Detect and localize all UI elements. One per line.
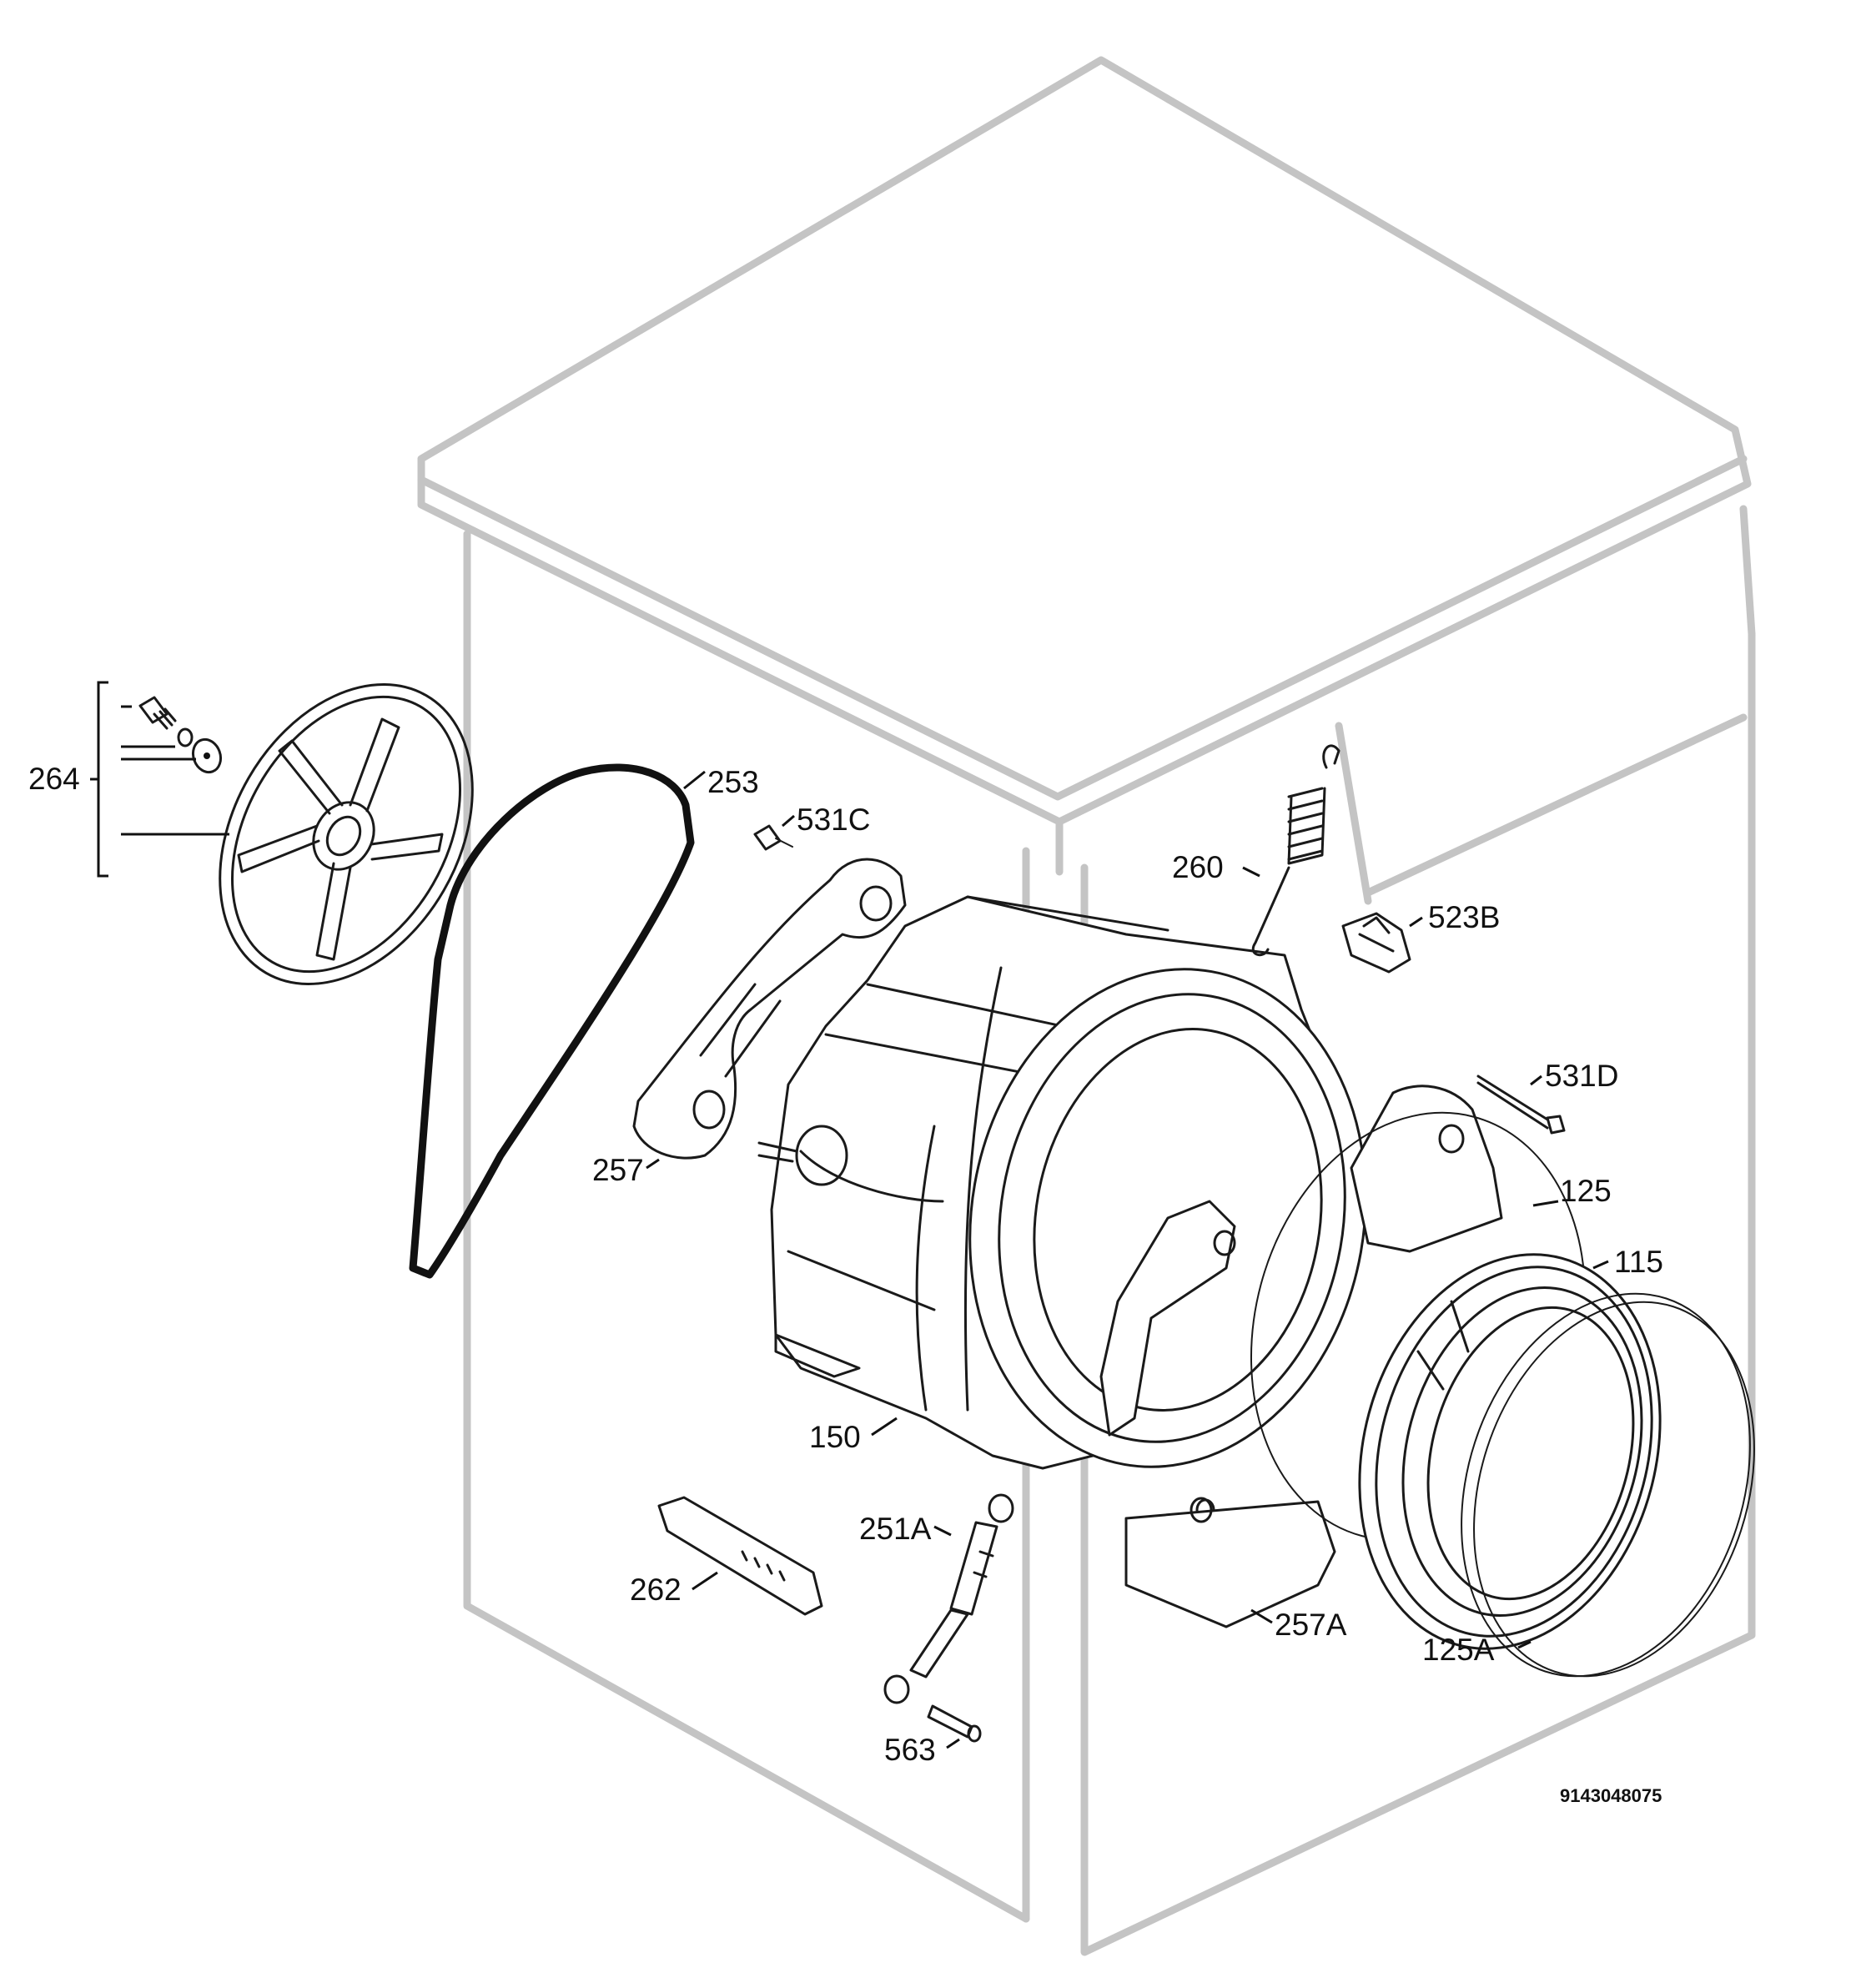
bracket-264 [90, 681, 229, 878]
label-523B: 523B [1428, 900, 1500, 934]
pulley-264 [219, 683, 474, 985]
label-262: 262 [630, 1573, 682, 1607]
handle-262 [657, 1496, 823, 1616]
screw-531c [753, 824, 793, 851]
label-125A: 125A [1422, 1633, 1495, 1667]
label-257A: 257A [1275, 1608, 1347, 1642]
label-531D: 531D [1545, 1059, 1618, 1093]
label-125: 125 [1560, 1174, 1612, 1208]
door-seal-115 [1358, 1253, 1662, 1650]
pulley-screw [138, 696, 177, 730]
label-264: 264 [28, 762, 80, 796]
connector-523b [1341, 912, 1411, 974]
spring-260 [1251, 744, 1340, 957]
label-251A: 251A [859, 1512, 932, 1546]
screw-531d [1476, 1075, 1566, 1135]
shock-absorber-251a [883, 1493, 1014, 1704]
label-150: 150 [809, 1420, 861, 1454]
drawing-number: 9143048075 [1560, 1785, 1662, 1806]
label-260: 260 [1172, 850, 1224, 884]
label-253: 253 [707, 765, 759, 799]
counterweight-257 [632, 858, 907, 1160]
clamp-ring-125a [1461, 1292, 1755, 1678]
label-563: 563 [884, 1733, 936, 1767]
front-counterweight-257a [1124, 1085, 1503, 1628]
label-531C: 531C [797, 803, 870, 837]
tub-assembly-150 [757, 895, 1367, 1522]
label-115: 115 [1614, 1245, 1663, 1279]
drive-belt-253 [409, 763, 695, 1279]
flat-washer [191, 737, 223, 774]
damper-pin-563 [927, 1704, 982, 1743]
lock-washer [177, 727, 194, 747]
label-257: 257 [592, 1153, 644, 1187]
